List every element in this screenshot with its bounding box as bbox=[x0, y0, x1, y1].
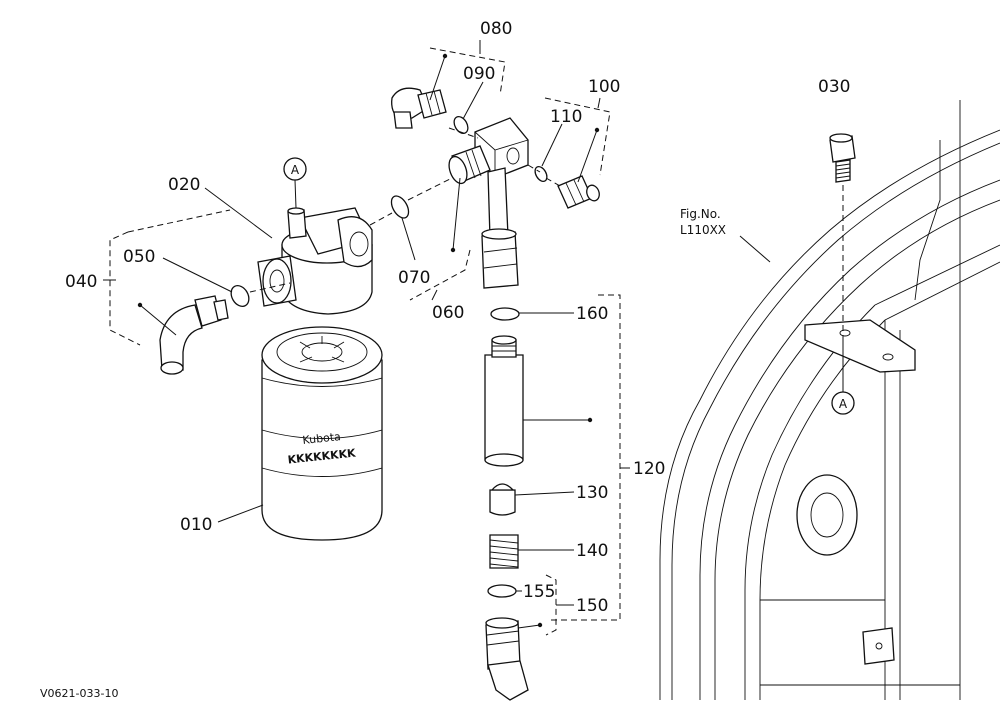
part-label-010: 010 bbox=[180, 515, 212, 535]
part-label-155: 155 bbox=[523, 582, 555, 602]
filter-cartridge: Kubota KKKKKKKK bbox=[261, 326, 383, 541]
relief-valve-assembly bbox=[484, 307, 529, 701]
part-label-070: 070 bbox=[398, 268, 430, 288]
leaders bbox=[103, 40, 771, 636]
part-label-110: 110 bbox=[550, 107, 582, 127]
filter-head bbox=[257, 207, 373, 315]
part-label-060: 060 bbox=[432, 303, 464, 323]
part-label-080: 080 bbox=[480, 19, 512, 39]
part-label-090: 090 bbox=[463, 64, 495, 84]
part-label-160: 160 bbox=[576, 304, 608, 324]
elbow-fitting-080 bbox=[391, 87, 469, 135]
figref-line2: L110XX bbox=[680, 223, 726, 237]
figref-line1: Fig.No. bbox=[680, 207, 721, 221]
drawing-code: V0621-033-10 bbox=[40, 687, 118, 700]
part-label-150: 150 bbox=[576, 596, 608, 616]
part-label-130: 130 bbox=[576, 483, 608, 503]
part-label-050: 050 bbox=[123, 247, 155, 267]
adapter-110 bbox=[534, 165, 600, 209]
marker-a-head-label: A bbox=[291, 163, 300, 177]
part-label-020: 020 bbox=[168, 175, 200, 195]
elbow-fitting-040 bbox=[159, 285, 250, 375]
part-label-120: 120 bbox=[633, 459, 665, 479]
filter-logo-text: Kubota bbox=[302, 430, 342, 447]
bolt-030 bbox=[829, 133, 856, 395]
part-labels: 010 020 030 040 050 060 070 080 090 100 … bbox=[65, 19, 850, 616]
nipple-060 bbox=[390, 145, 491, 219]
part-label-100: 100 bbox=[588, 77, 620, 97]
marker-a-bracket-label: A bbox=[839, 397, 848, 411]
marker-a-bracket: A bbox=[831, 340, 855, 415]
part-label-140: 140 bbox=[576, 541, 608, 561]
machine-frame bbox=[659, 100, 1000, 700]
figure-reference: Fig.No. L110XX bbox=[680, 207, 726, 237]
part-label-040: 040 bbox=[65, 272, 97, 292]
part-label-030: 030 bbox=[818, 77, 850, 97]
tee-fitting-100 bbox=[474, 117, 529, 289]
marker-a-head: A bbox=[283, 157, 307, 209]
